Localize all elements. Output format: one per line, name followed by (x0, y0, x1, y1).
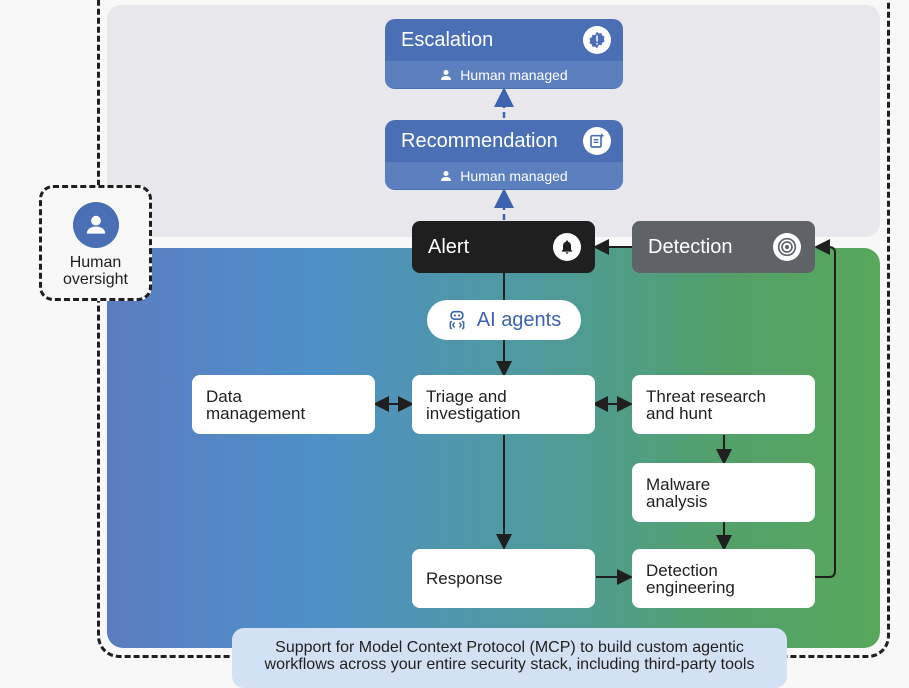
mcp-banner: Support for Model Context Protocol (MCP)… (232, 628, 787, 688)
detection-label: Detection (648, 235, 733, 258)
target-icon (773, 233, 801, 261)
bell-icon (553, 233, 581, 261)
mcp-line1: Support for Model Context Protocol (MCP)… (275, 639, 744, 656)
alert-node: Alert (412, 221, 595, 273)
escalation-node: Escalation Human managed (385, 19, 623, 89)
recommendation-node: Recommendation Human managed (385, 120, 623, 190)
detection-node: Detection (632, 221, 815, 273)
malware-line2: analysis (646, 491, 708, 511)
person-icon (72, 202, 119, 248)
malware-line1: Malware (646, 474, 711, 494)
threat-line2: and hunt (646, 403, 713, 423)
det-eng-line1: Detection (646, 560, 718, 580)
oversight-line1: Human (69, 254, 122, 271)
response-label: Response (426, 569, 503, 588)
alert-badge-icon (583, 26, 611, 54)
triage-line1: Triage and (426, 386, 507, 406)
person-icon (441, 69, 452, 80)
det-eng-line2: engineering (646, 577, 735, 597)
response-node: Response (412, 549, 595, 608)
recommendation-subtitle: Human managed (460, 167, 568, 184)
human-oversight-box: Human oversight (39, 185, 152, 301)
data-management-line2: management (206, 403, 306, 423)
data-management-line1: Data (206, 386, 242, 406)
ai-agents-label: AI agents (476, 308, 562, 331)
recommendation-title: Recommendation (401, 129, 558, 152)
escalation-subtitle: Human managed (460, 66, 568, 83)
threat-line1: Threat research (646, 386, 766, 406)
triage-line2: investigation (426, 403, 521, 423)
note-add-icon (583, 127, 611, 155)
arrow-deteng-to-detection (814, 239, 836, 578)
ai-agents-pill: AI agents (427, 300, 581, 340)
alert-label: Alert (428, 235, 470, 258)
mcp-line2: workflows across your entire security st… (264, 656, 755, 673)
person-icon (441, 170, 452, 181)
escalation-title: Escalation (401, 28, 494, 51)
robot-code-icon (449, 310, 465, 330)
oversight-line2: oversight (63, 271, 128, 288)
